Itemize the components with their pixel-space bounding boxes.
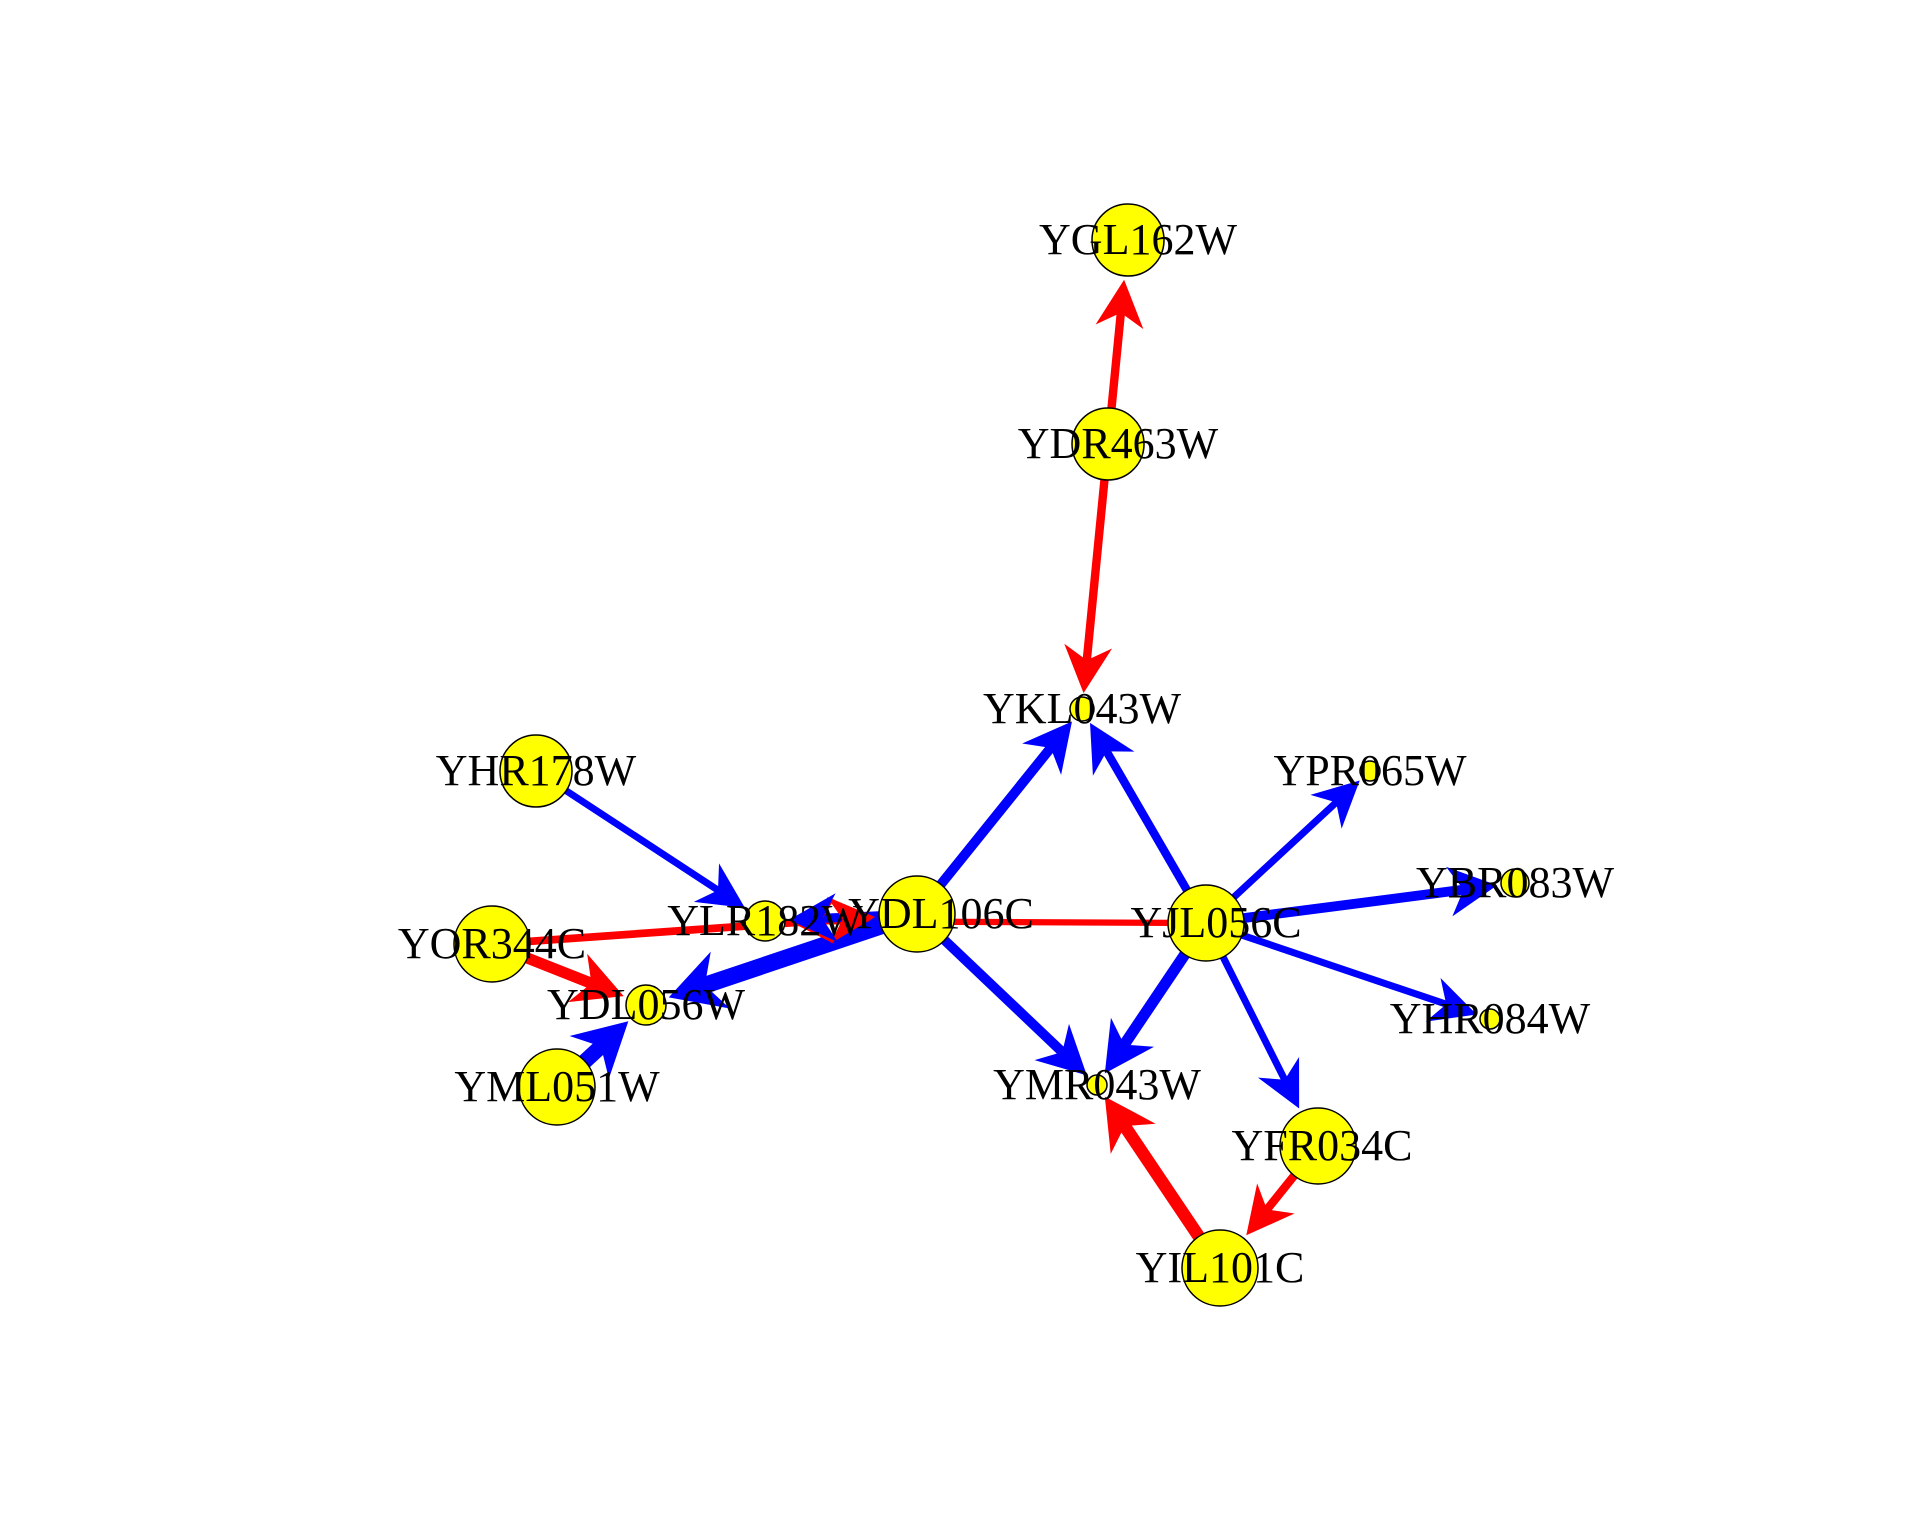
arrowhead-YJL056C-to-YHR084W — [1425, 977, 1477, 1022]
arrowhead-YOR344C-to-YDL106C — [826, 896, 876, 944]
node-YPR065W[interactable] — [1359, 760, 1381, 782]
node-YFR034C[interactable] — [1279, 1107, 1357, 1185]
node-YGL162W[interactable] — [1091, 203, 1165, 277]
node-YIL101C[interactable] — [1181, 1229, 1259, 1307]
arrowhead-YDL106C-to-YDL056W — [668, 951, 730, 1009]
node-label-YDR463W: YDR463W — [1018, 419, 1219, 468]
node-YLR182W[interactable] — [744, 900, 786, 942]
node-label-YFR034C: YFR034C — [1232, 1121, 1413, 1170]
arrowhead-YJL056C-to-YPR065W — [1310, 780, 1360, 829]
node-YOR344C[interactable] — [453, 905, 531, 983]
arrowhead-YDL106C-to-YKL043W — [1022, 721, 1072, 775]
arrowhead-YDL106C-to-YLR182W — [788, 893, 838, 943]
arrowhead-YFR034C-to-YIL101C — [1246, 1183, 1295, 1236]
node-YKL043W[interactable] — [1069, 696, 1095, 722]
edge-YJL056C-to-YBR083W — [1201, 884, 1469, 928]
labels-layer: YGL162W YDR463W YKL043W YHR178W YPR065W YBR08… — [398, 215, 1615, 1292]
node-label-YHR084W: YHR084W — [1390, 994, 1591, 1043]
node-YDR463W[interactable] — [1071, 407, 1145, 481]
arrowhead-YJL056C-to-YFR034C — [1257, 1057, 1300, 1109]
arrowhead-YOR344C-to-YDL056W — [567, 953, 624, 1003]
arrowhead-YML051W-to-YDL056W — [569, 1021, 629, 1079]
arrowhead-YIL101C-to-YMR043W — [1104, 1096, 1156, 1154]
arrowhead-YDR463W-to-YGL162W — [1095, 279, 1144, 330]
arrowheads-layer — [567, 279, 1498, 1236]
node-label-YJL056C: YJL056C — [1130, 898, 1301, 947]
node-YHR178W[interactable] — [499, 734, 573, 808]
arrowhead-YHR178W-to-YLR182W — [693, 863, 745, 908]
arrowhead-YJL056C-to-YMR043W — [1104, 1017, 1155, 1074]
node-YJL056C[interactable] — [1167, 884, 1245, 962]
node-label-YDL056W: YDL056W — [547, 980, 745, 1029]
node-label-YLR182W: YLR182W — [667, 896, 863, 945]
arrowhead-YJL056C-to-YKL043W — [1090, 722, 1135, 776]
node-label-YIL101C: YIL101C — [1136, 1243, 1305, 1292]
node-label-YKL043W: YKL043W — [983, 684, 1181, 733]
node-YBR083W[interactable] — [1500, 868, 1530, 898]
nodes-layer — [453, 203, 1530, 1307]
node-label-YMR043W: YMR043W — [993, 1060, 1201, 1109]
node-label-YML051W: YML051W — [454, 1062, 660, 1111]
node-YML051W[interactable] — [518, 1048, 596, 1126]
node-YMR043W[interactable] — [1086, 1074, 1108, 1096]
node-label-YHR178W: YHR178W — [436, 746, 637, 795]
node-label-YPR065W: YPR065W — [1273, 746, 1467, 795]
node-YHR084W[interactable] — [1479, 1008, 1501, 1030]
node-label-YDL106C: YDL106C — [848, 889, 1034, 938]
edge-YJL056C-to-YHR084W — [1202, 919, 1450, 1008]
node-label-YOR344C: YOR344C — [398, 919, 586, 968]
node-label-YBR083W: YBR083W — [1416, 858, 1614, 907]
node-YDL106C[interactable] — [878, 875, 956, 953]
arrowhead-YDL106C-to-YMR043W — [1034, 1023, 1087, 1076]
node-YDL056W[interactable] — [625, 984, 667, 1026]
arrowhead-YJL056C-to-YBR083W — [1445, 866, 1498, 917]
node-label-YGL162W: YGL162W — [1039, 215, 1237, 264]
arrowhead-YDR463W-to-YKL043W — [1064, 643, 1113, 694]
